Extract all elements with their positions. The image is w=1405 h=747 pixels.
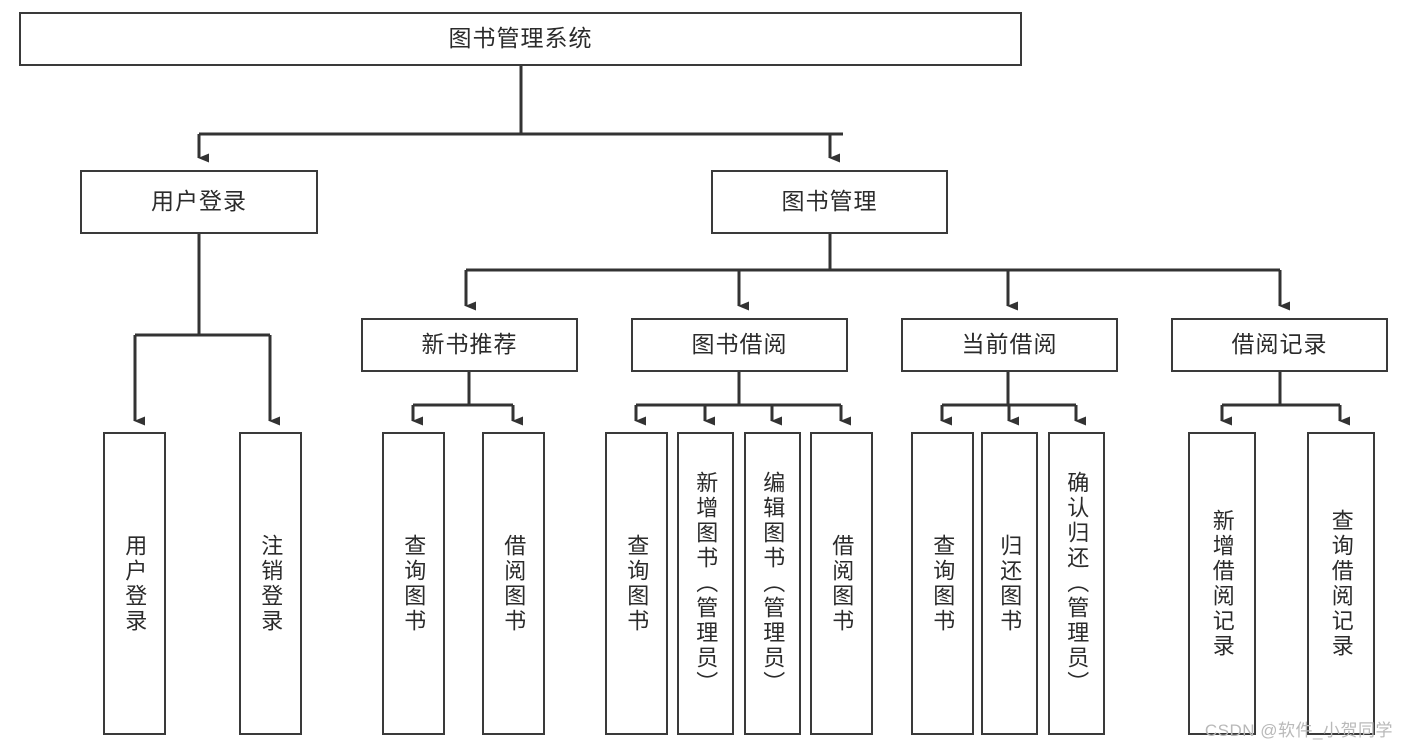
- leaf-borrow-book-2[interactable]: 借阅图书: [810, 432, 873, 735]
- leaf-label: 注销登录: [258, 533, 284, 634]
- leaf-label: 借阅图书: [829, 533, 855, 634]
- leaf-label: 借阅图书: [501, 533, 527, 634]
- leaf-label: 确认归还（管理员）: [1064, 471, 1090, 696]
- leaf-label: 新增借阅记录: [1209, 508, 1235, 659]
- leaf-add-record[interactable]: 新增借阅记录: [1188, 432, 1256, 735]
- leaf-add-book[interactable]: 新增图书（管理员）: [677, 432, 734, 735]
- node-borrow-record[interactable]: 借阅记录: [1171, 318, 1388, 372]
- leaf-edit-book[interactable]: 编辑图书（管理员）: [744, 432, 801, 735]
- leaf-label: 编辑图书（管理员）: [760, 471, 786, 696]
- node-user-login[interactable]: 用户登录: [80, 170, 318, 234]
- leaf-label: 查询借阅记录: [1328, 508, 1354, 659]
- csdn-watermark: CSDN @软件_小贺同学: [1204, 721, 1393, 740]
- node-book-borrow[interactable]: 图书借阅: [631, 318, 848, 372]
- node-root-system[interactable]: 图书管理系统: [19, 12, 1022, 66]
- leaf-logout[interactable]: 注销登录: [239, 432, 302, 735]
- leaf-confirm-return[interactable]: 确认归还（管理员）: [1048, 432, 1105, 735]
- leaf-query-book-1[interactable]: 查询图书: [382, 432, 445, 735]
- node-book-management[interactable]: 图书管理: [711, 170, 948, 234]
- leaf-query-record[interactable]: 查询借阅记录: [1307, 432, 1375, 735]
- leaf-label: 查询图书: [401, 533, 427, 634]
- leaf-return-book[interactable]: 归还图书: [981, 432, 1038, 735]
- node-new-book-recommend[interactable]: 新书推荐: [361, 318, 578, 372]
- leaf-label: 新增图书（管理员）: [693, 471, 719, 696]
- leaf-query-book-2[interactable]: 查询图书: [605, 432, 668, 735]
- leaf-borrow-book-1[interactable]: 借阅图书: [482, 432, 545, 735]
- leaf-label: 用户登录: [122, 533, 148, 634]
- leaf-label: 归还图书: [997, 533, 1023, 634]
- leaf-label: 查询图书: [930, 533, 956, 634]
- leaf-query-book-3[interactable]: 查询图书: [911, 432, 974, 735]
- leaf-user-login[interactable]: 用户登录: [103, 432, 166, 735]
- node-current-borrow[interactable]: 当前借阅: [901, 318, 1118, 372]
- leaf-label: 查询图书: [624, 533, 650, 634]
